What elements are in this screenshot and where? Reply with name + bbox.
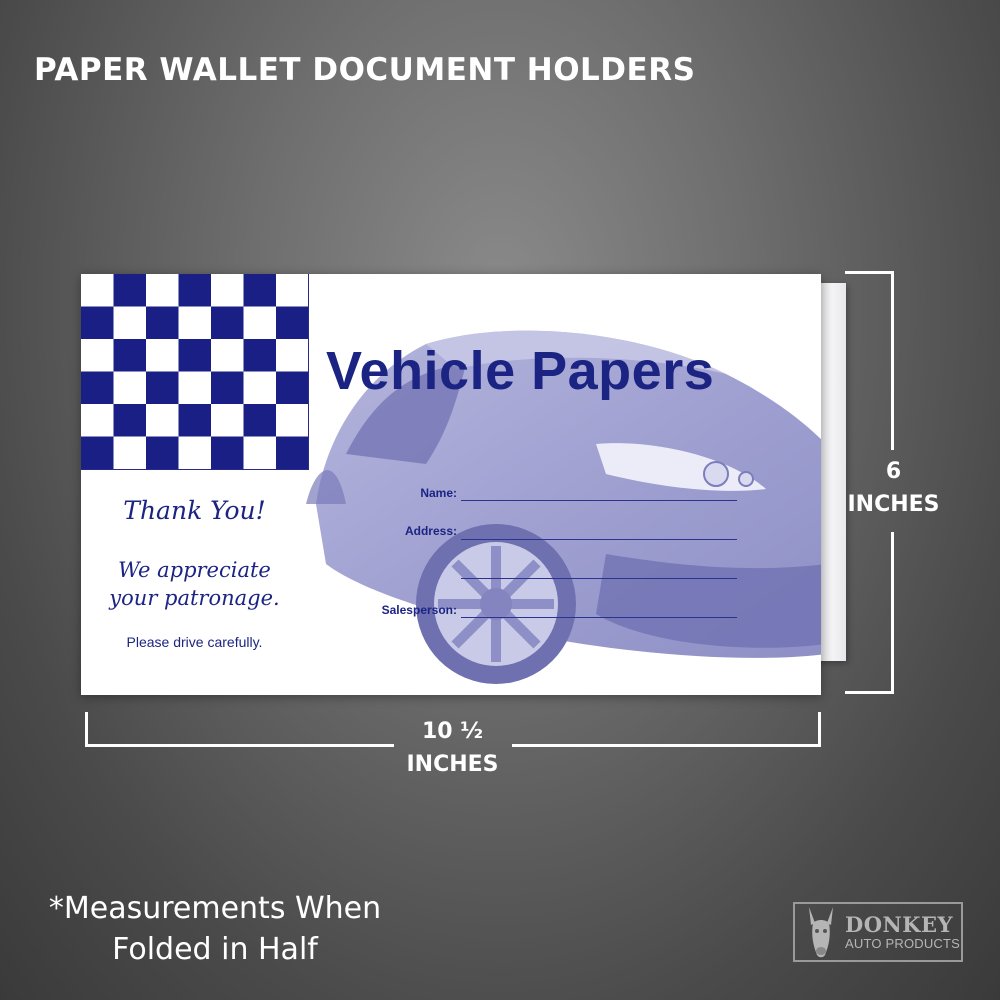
logo-tagline: AUTO PRODUCTS <box>845 935 961 951</box>
checkered-flag-pattern <box>81 274 309 470</box>
measurement-footnote: *Measurements When Folded in Half <box>20 888 410 970</box>
brand-logo: DONKEY AUTO PRODUCTS <box>793 902 963 962</box>
appreciation-line-1: We appreciate <box>118 558 271 582</box>
address-field-line-2 <box>461 578 737 579</box>
height-measurement: 6 INCHES <box>836 455 951 521</box>
drive-carefully-text: Please drive carefully. <box>126 634 263 650</box>
width-bracket-right <box>512 712 821 747</box>
width-bracket-left <box>85 712 394 747</box>
footnote-line-1: *Measurements When <box>48 891 382 926</box>
height-bracket-bottom <box>845 532 894 694</box>
donkey-head-icon <box>809 907 833 958</box>
address-field-line-1 <box>461 539 737 540</box>
thank-you-text: Thank You! <box>123 496 266 525</box>
salesperson-field-label: Salesperson: <box>381 603 457 617</box>
card-title: Vehicle Papers <box>326 341 715 401</box>
height-value: 6 <box>885 459 902 484</box>
footnote-line-2: Folded in Half <box>112 932 318 967</box>
car-illustration <box>306 330 821 684</box>
name-field-label: Name: <box>420 486 457 500</box>
width-unit: INCHES <box>406 752 499 777</box>
logo-name: DONKEY <box>845 911 953 937</box>
width-value: 10 ½ <box>421 719 484 744</box>
height-unit: INCHES <box>847 492 940 517</box>
logo-text: DONKEY AUTO PRODUCTS <box>845 911 961 951</box>
page-headline: PAPER WALLET DOCUMENT HOLDERS <box>34 52 696 88</box>
salesperson-field-line <box>461 617 737 618</box>
address-field-label: Address: <box>404 524 457 538</box>
vehicle-papers-card: Vehicle Papers Thank You! We appreciate … <box>81 274 821 695</box>
appreciation-message: We appreciate your patronage. <box>81 556 308 612</box>
height-bracket-top <box>845 271 894 450</box>
appreciation-line-2: your patronage. <box>109 586 280 610</box>
width-measurement: 10 ½ INCHES <box>380 715 525 781</box>
name-field-line <box>461 500 737 501</box>
